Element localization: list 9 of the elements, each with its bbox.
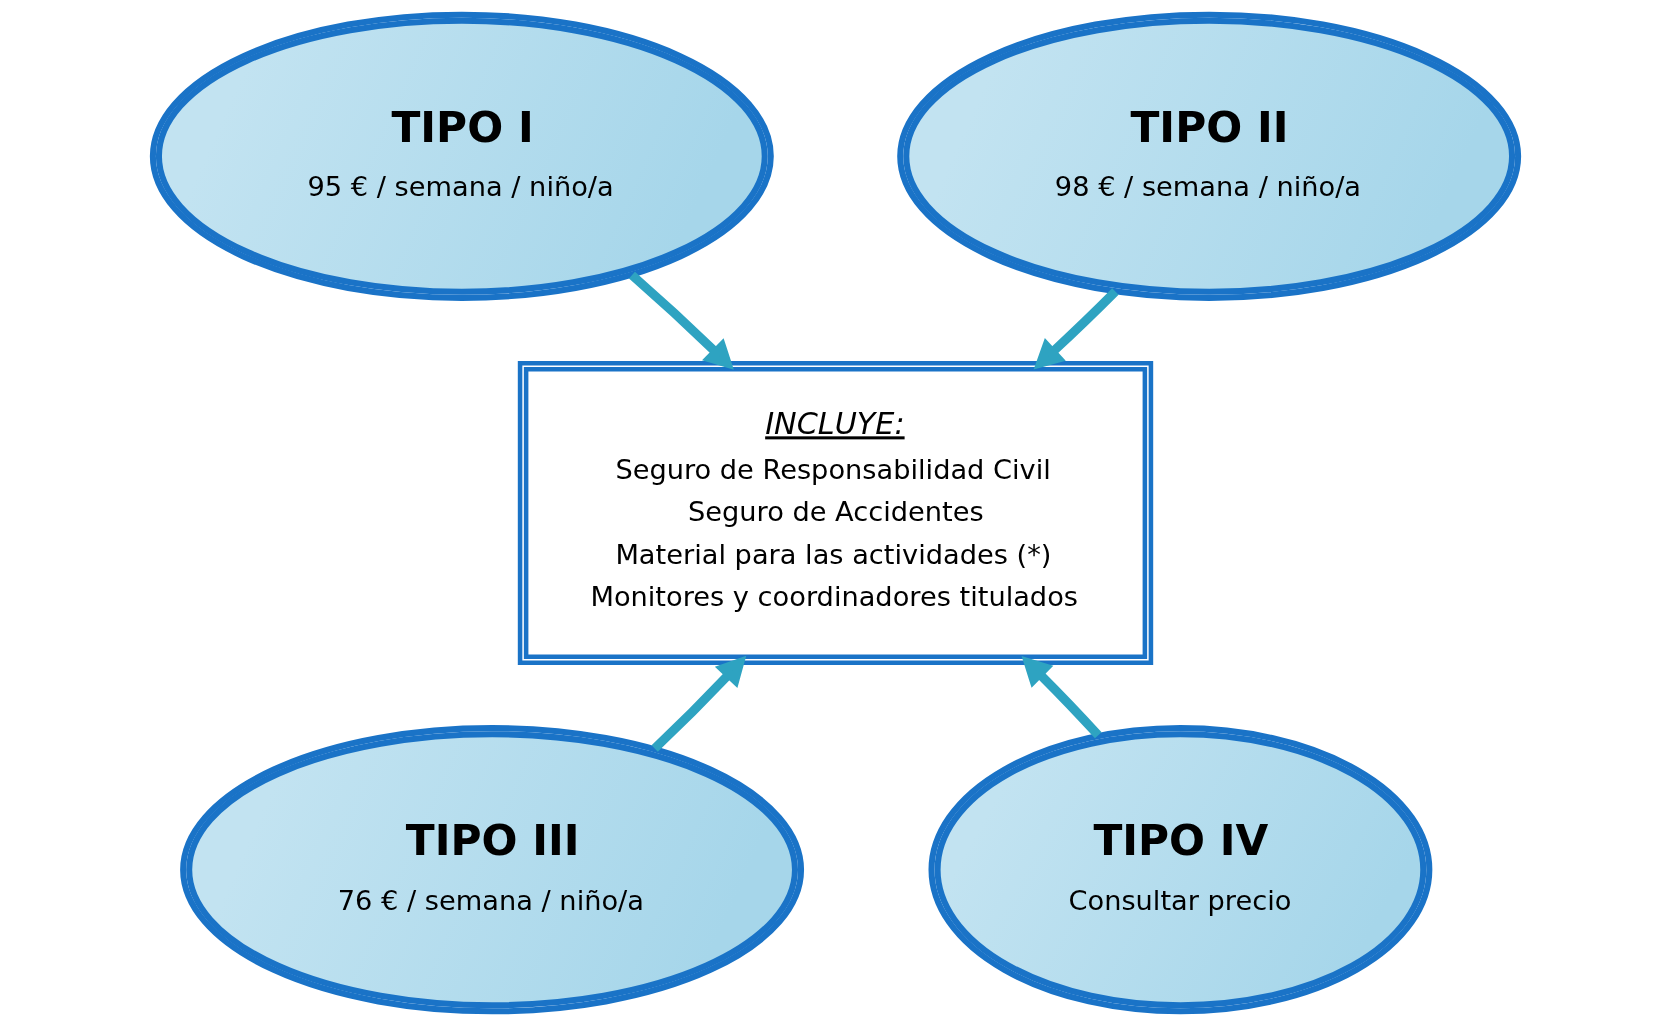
node-box: INCLUYE: Seguro de Responsabilidad Civil Seguro de Accidentes Material para las actividades (*) Monitores y coordinadores titulados bbox=[517, 360, 1154, 666]
node-ellipse: TIPO I 95 € / semana / niño/a bbox=[149, 11, 774, 301]
node-ellipse: TIPO IV Consultar precio bbox=[928, 725, 1433, 1015]
arrow bbox=[651, 655, 747, 752]
node-ellipse: TIPO II 98 € / semana / niño/a bbox=[897, 11, 1522, 301]
node-ellipse: TIPO III 76 € / semana / niño/a bbox=[180, 725, 805, 1015]
arrow bbox=[1021, 656, 1102, 739]
arrow bbox=[1033, 288, 1119, 370]
arrow bbox=[629, 271, 734, 370]
